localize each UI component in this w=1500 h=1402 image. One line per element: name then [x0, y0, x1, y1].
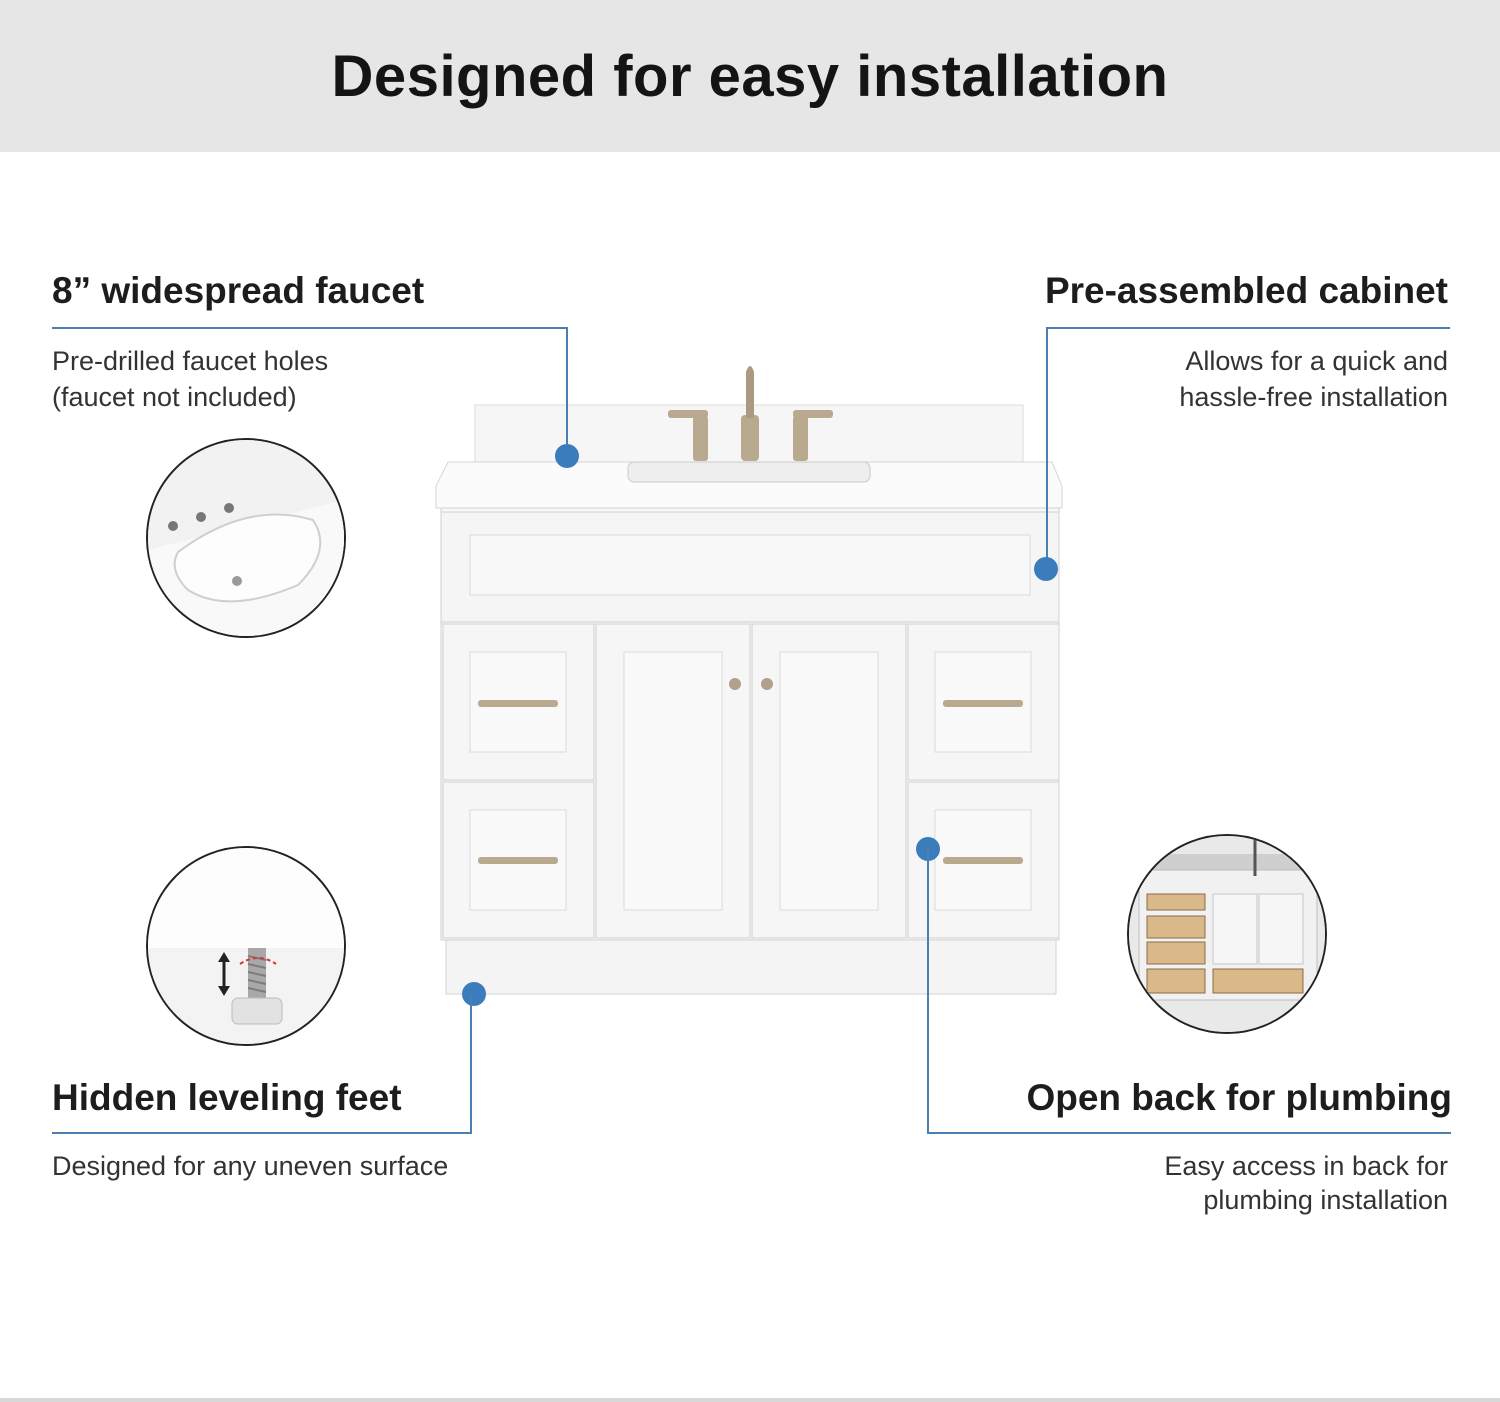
plumbing-feature-desc-2: plumbing installation [1203, 1185, 1448, 1215]
faucet-feature-title: 8” widespread faucet [52, 270, 425, 311]
leveling-feature-desc-1: Designed for any uneven surface [52, 1151, 449, 1181]
leveling-feature-title: Hidden leveling feet [52, 1077, 402, 1118]
faucet-feature-desc-2: (faucet not included) [52, 382, 297, 412]
open-back-cabinet-icon [1127, 834, 1327, 1034]
leveling-callout-dot [462, 982, 486, 1006]
cabinet-feature-desc-2: hassle-free installation [1179, 382, 1448, 412]
plumbing-feature-title: Open back for plumbing [1026, 1077, 1452, 1118]
leveling-callout-line [52, 1132, 472, 1134]
cabinet-callout-dot [1034, 557, 1058, 581]
cabinet-callout-connector [1046, 327, 1048, 569]
cabinet-feature-title: Pre-assembled cabinet [1044, 270, 1448, 311]
leveling-foot-icon [146, 846, 346, 1046]
page-title: Designed for easy installation [331, 43, 1169, 109]
faucet-feature-desc-1: Pre-drilled faucet holes [52, 346, 329, 376]
cabinet-callout-line [1046, 327, 1450, 329]
plumbing-callout-line [927, 1132, 1451, 1134]
plumbing-callout-connector [927, 848, 929, 1134]
faucet-icon [668, 366, 833, 461]
faucet-callout-line [52, 327, 568, 329]
leveling-callout-connector [470, 994, 472, 1134]
sink-closeup-icon [146, 438, 346, 638]
header-banner: Designed for easy installation [0, 0, 1500, 152]
bottom-divider [0, 1398, 1500, 1402]
plumbing-feature-desc-1: Easy access in back for [1164, 1151, 1448, 1181]
cabinet-feature-desc-1: Allows for a quick and [1185, 346, 1448, 376]
faucet-callout-dot [555, 444, 579, 468]
faucet-callout-connector [566, 327, 568, 455]
